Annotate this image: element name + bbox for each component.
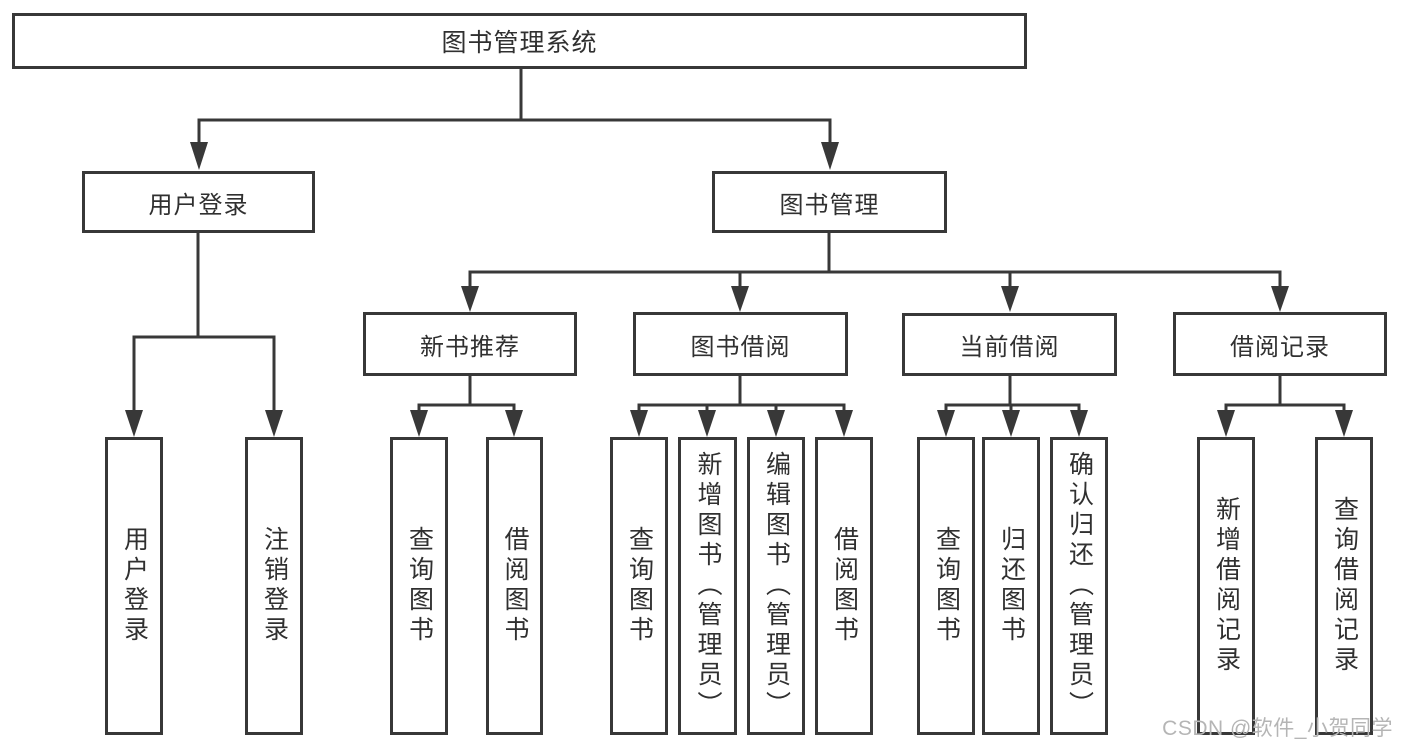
leaf-query-book-1: 查询图书 (390, 437, 448, 735)
leaf-label: 归还图书 (997, 526, 1026, 646)
connector-borrow-bar (637, 403, 846, 414)
leaf-label: 借阅图书 (501, 526, 529, 646)
leaf-borrow-book-1: 借阅图书 (486, 437, 543, 735)
leaf-query-book-2: 查询图书 (610, 437, 668, 735)
leaf-label: 新增借阅记录 (1212, 496, 1241, 676)
connector-record-bar (1224, 403, 1346, 414)
leaf-label: 编辑图书（管理员） (762, 451, 791, 721)
csdn-watermark: CSDN @软件_小贺同学 (1162, 717, 1393, 740)
leaf-query-borrow-record: 查询借阅记录 (1315, 437, 1373, 735)
leaf-label: 用户登录 (120, 526, 149, 646)
leaf-label: 查询图书 (625, 526, 654, 646)
leaf-query-book-3: 查询图书 (917, 437, 975, 735)
leaf-edit-book-admin: 编辑图书（管理员） (747, 437, 805, 735)
connector-root-bar (197, 118, 832, 146)
node-borrow-record: 借阅记录 (1173, 312, 1387, 376)
leaf-label: 新增图书（管理员） (694, 451, 722, 721)
leaf-add-borrow-record: 新增借阅记录 (1197, 437, 1255, 735)
leaf-return-book: 归还图书 (982, 437, 1040, 735)
leaf-user-login: 用户登录 (105, 437, 163, 735)
leaf-label: 查询图书 (405, 526, 434, 646)
connector-mgmt-bar (468, 270, 1282, 290)
connector-newbook-bar (417, 403, 516, 414)
node-new-book-recommend: 新书推荐 (363, 312, 577, 376)
leaf-logout: 注销登录 (245, 437, 303, 735)
leaf-confirm-return-admin: 确认归还（管理员） (1050, 437, 1108, 735)
leaf-label: 借阅图书 (830, 526, 859, 646)
leaf-label: 查询图书 (932, 526, 961, 646)
leaf-label: 确认归还（管理员） (1065, 451, 1094, 721)
leaf-borrow-book-2: 借阅图书 (815, 437, 873, 735)
arrowheads (125, 142, 1353, 437)
leaf-label: 注销登录 (260, 526, 289, 646)
node-library-management-system: 图书管理系统 (12, 13, 1027, 69)
leaf-add-book-admin: 新增图书（管理员） (678, 437, 737, 735)
leaf-label: 查询借阅记录 (1330, 496, 1359, 676)
node-user-login: 用户登录 (82, 171, 315, 233)
node-book-management: 图书管理 (712, 171, 947, 233)
node-current-borrow: 当前借阅 (902, 313, 1117, 376)
node-book-borrow: 图书借阅 (633, 312, 848, 376)
connector-login-bar (132, 335, 276, 412)
